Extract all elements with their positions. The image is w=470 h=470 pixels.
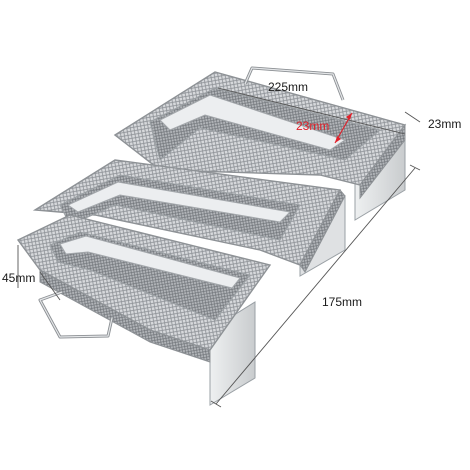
dimension-label-depth: 45mm — [2, 271, 35, 285]
side-wire-handle — [38, 290, 114, 339]
dimension-label-side-height: 23mm — [428, 117, 461, 131]
dimension-label-top-width: 225mm — [268, 80, 308, 94]
dimension-label-inner-height: 23mm — [296, 119, 329, 133]
dimension-23mm-inner: 23mm — [296, 112, 353, 144]
dimension-225mm: 225mm — [217, 80, 406, 135]
dimension-23mm-side: 23mm — [404, 111, 461, 131]
dimension-label-length: 175mm — [322, 295, 362, 309]
dimension-45mm: 45mm — [2, 245, 61, 301]
smoker-box-mesh-body — [16, 71, 407, 363]
top-wire-handle — [243, 66, 345, 101]
dimension-175mm: 175mm — [210, 164, 421, 408]
